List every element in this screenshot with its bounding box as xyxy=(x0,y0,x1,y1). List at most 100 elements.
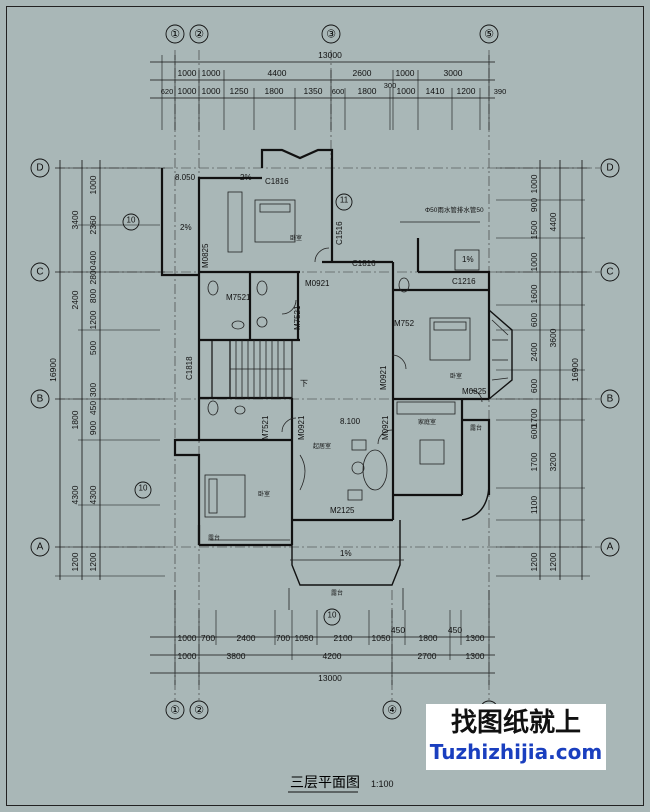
dim-left-i4: 800 xyxy=(88,289,98,303)
dim-left-i7: 300 xyxy=(88,383,98,397)
dim-right-i5: 600 xyxy=(529,313,539,327)
walls xyxy=(160,148,513,586)
axis-right-a: A xyxy=(607,542,614,553)
dim-bot-r1-1: 700 xyxy=(201,633,215,643)
label-bedroom-left: 卧室 xyxy=(258,490,270,498)
detail-mark-3: 10 xyxy=(139,484,148,493)
label-m2125: M2125 xyxy=(330,506,355,515)
label-slope-1: 2% xyxy=(240,173,252,182)
label-c1816-top: C1816 xyxy=(265,177,289,186)
label-elev-805: 8.050 xyxy=(175,173,196,182)
dim-top-r3-9: 1000 xyxy=(397,86,416,96)
dim-top-r3-3: 1250 xyxy=(230,86,249,96)
dim-bot-r1-2: 2400 xyxy=(237,633,256,643)
axis-bottom-2: ② xyxy=(194,704,204,717)
dim-bot-r2-2: 4200 xyxy=(323,651,342,661)
axis-left-d: D xyxy=(36,163,43,174)
label-slope-2: 2% xyxy=(180,223,192,232)
label-bedroom-right: 卧室 xyxy=(450,372,462,380)
label-bedroom-top: 卧室 xyxy=(290,234,302,242)
dim-left-i6: 500 xyxy=(88,341,98,355)
label-m0921-b2: M0921 xyxy=(297,415,306,440)
dim-right-o1: 3600 xyxy=(548,328,558,347)
dim-left-total: 16900 xyxy=(48,358,58,382)
dim-top-r3-5: 1350 xyxy=(304,86,323,96)
dim-top-r3-6: 600 xyxy=(332,87,345,96)
dim-right-i2: 1500 xyxy=(529,220,539,239)
dim-right-o0: 4400 xyxy=(548,212,558,231)
watermark-line-2: Tuzhizhijia.com xyxy=(429,740,603,764)
dim-right-i8: 1700 xyxy=(529,408,539,427)
label-m0921-b3: M0921 xyxy=(381,415,390,440)
axis-right-d: D xyxy=(606,163,613,174)
label-m7521-3: M7521 xyxy=(261,415,270,440)
dim-top-r2-0: 1000 xyxy=(178,68,197,78)
dim-left-o4: 1200 xyxy=(70,552,80,571)
axis-left-b: B xyxy=(37,394,44,405)
dim-bot-r1-0: 1000 xyxy=(178,633,197,643)
label-m7521-2: M7521 xyxy=(293,305,302,330)
dim-top-r2-1: 1000 xyxy=(202,68,221,78)
dim-left-i9: 900 xyxy=(88,421,98,435)
dim-bot-r2-3: 2700 xyxy=(418,651,437,661)
dim-right-i1: 900 xyxy=(529,198,539,212)
dim-bot-r1-10: 1300 xyxy=(466,633,485,643)
side-dimension-lines xyxy=(55,160,590,580)
dim-left-i8: 450 xyxy=(88,401,98,415)
dim-left-i3: 2800 xyxy=(88,265,98,284)
label-slope-right: 1% xyxy=(462,255,474,264)
dim-top-r3-1: 1000 xyxy=(178,86,197,96)
label-terrace-2: 露台 xyxy=(331,589,343,597)
detail-mark-1: 10 xyxy=(127,216,136,225)
dim-bot-r1-5: 2100 xyxy=(334,633,353,643)
axis-right-c: C xyxy=(606,267,613,278)
dim-bot-r1-3: 700 xyxy=(276,633,290,643)
dim-left-i11: 1200 xyxy=(88,552,98,571)
dim-top-r2-2: 4400 xyxy=(268,68,287,78)
dim-bot-r1-4: 1050 xyxy=(295,633,314,643)
axis-left-c: C xyxy=(36,267,43,278)
dim-top-r2-4: 1000 xyxy=(396,68,415,78)
drawing-title: 三层平面图 xyxy=(290,775,360,791)
dim-top-total: 13000 xyxy=(318,50,342,60)
dim-top-r3-2: 1000 xyxy=(202,86,221,96)
axis-bubbles xyxy=(30,24,620,720)
dim-bot-r1-8: 1800 xyxy=(419,633,438,643)
dim-left-o3: 4300 xyxy=(70,485,80,504)
label-c1816-mid: C1816 xyxy=(352,259,376,268)
dim-top-r3-11: 1200 xyxy=(457,86,476,96)
dim-right-i11: 1100 xyxy=(529,496,539,515)
axis-top-3: ③ xyxy=(326,28,336,41)
label-pipe-note: Φ50雨水管排水管50 xyxy=(425,205,484,214)
label-slope-bottom: 1% xyxy=(340,549,352,558)
dim-left-i5: 1200 xyxy=(88,310,98,329)
dim-left-o0: 3400 xyxy=(70,210,80,229)
label-m0825-right: M0825 xyxy=(462,387,487,396)
dim-right-i9: 600 xyxy=(529,425,539,439)
dim-bot-r2-0: 1000 xyxy=(178,651,197,661)
axis-top-1: ① xyxy=(170,28,180,41)
axis-grid-lines xyxy=(55,50,600,700)
label-elev-810: 8.100 xyxy=(340,417,361,426)
dim-left-i10: 4300 xyxy=(88,485,98,504)
dim-top-r3-10: 1410 xyxy=(426,86,445,96)
axis-right-b: B xyxy=(607,394,614,405)
label-m7521-1: M7521 xyxy=(226,293,251,302)
label-m0921-top: M0921 xyxy=(305,279,330,288)
label-m0825-left: M0825 xyxy=(201,243,210,268)
dim-bot-r1-7: 450 xyxy=(391,625,405,635)
dim-right-i7: 600 xyxy=(529,379,539,393)
dim-right-i6: 2400 xyxy=(529,342,539,361)
axis-left-a: A xyxy=(37,542,44,553)
dim-bot-total: 13000 xyxy=(318,673,342,683)
watermark-line-1: 找图纸就上 xyxy=(450,708,581,738)
dim-top-r2-5: 3000 xyxy=(444,68,463,78)
dim-top-r2-3: 2600 xyxy=(353,68,372,78)
axis-bottom-4: ④ xyxy=(387,704,397,717)
dim-left-i2: 400 xyxy=(88,251,98,265)
dim-left-i1: 2360 xyxy=(88,215,98,234)
label-down: 下 xyxy=(300,379,308,388)
label-m0921-b1: M0921 xyxy=(379,365,388,390)
detail-mark-2: 11 xyxy=(340,196,349,205)
dim-left-o2: 1800 xyxy=(70,410,80,429)
